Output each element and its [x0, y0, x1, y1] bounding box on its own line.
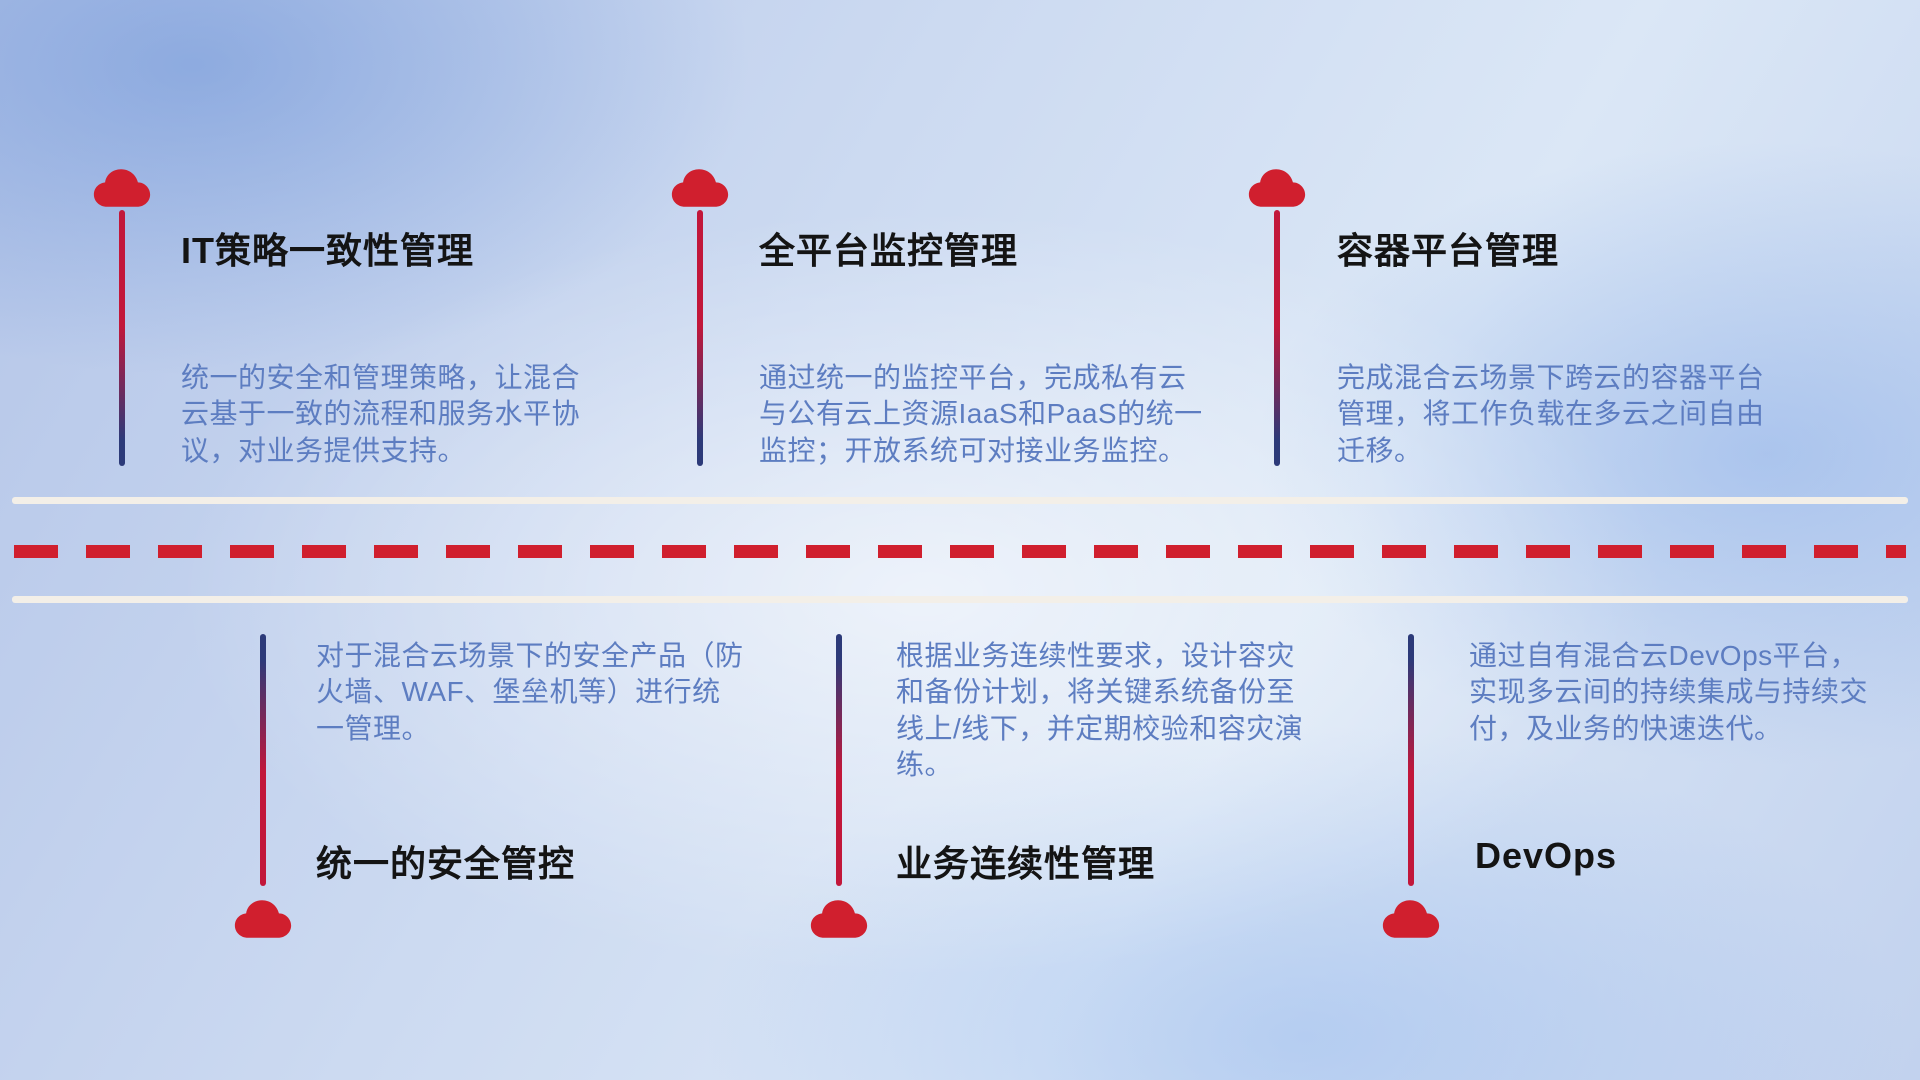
connector-line: [836, 634, 842, 886]
cloud-icon-shape: [234, 900, 292, 938]
item-title: 容器平台管理: [1337, 230, 1560, 271]
item-description: 完成混合云场景下跨云的容器平台管理，将工作负载在多云之间自由迁移。: [1337, 362, 1765, 466]
connector-line: [260, 634, 266, 886]
cloud-icon: [1248, 169, 1306, 207]
road-edge-bottom: [12, 596, 1908, 603]
connector-line: [1274, 210, 1280, 466]
cloud-icon-shape: [93, 169, 151, 207]
item-description: 统一的安全和管理策略，让混合云基于一致的流程和服务水平协议，对业务提供支持。: [181, 362, 581, 466]
item-description: 通过统一的监控平台，完成私有云与公有云上资源IaaS和PaaS的统一监控；开放系…: [759, 362, 1203, 466]
item-title: DevOps: [1475, 835, 1618, 876]
cloud-icon: [810, 900, 868, 938]
cloud-icon: [671, 169, 729, 207]
item-title: IT策略一致性管理: [181, 230, 474, 271]
item-description: 对于混合云场景下的安全产品（防火墙、WAF、堡垒机等）进行统一管理。: [316, 640, 744, 744]
item-description: 通过自有混合云DevOps平台，实现多云间的持续集成与持续交付，及业务的快速迭代…: [1469, 640, 1869, 744]
connector-line: [697, 210, 703, 466]
road-center-dashline: [14, 545, 1906, 558]
road-edge-top: [12, 497, 1908, 504]
cloud-icon: [1382, 900, 1440, 938]
item-description: 根据业务连续性要求，设计容灾和备份计划，将关键系统备份至线上/线下，并定期校验和…: [896, 640, 1304, 781]
connector-line: [119, 210, 125, 466]
item-title: 业务连续性管理: [896, 843, 1156, 884]
item-title: 全平台监控管理: [759, 230, 1019, 271]
cloud-icon-shape: [810, 900, 868, 938]
cloud-icon: [234, 900, 292, 938]
cloud-icon-shape: [1248, 169, 1306, 207]
item-title: 统一的安全管控: [316, 843, 576, 884]
cloud-icon-shape: [671, 169, 729, 207]
cloud-icon-shape: [1382, 900, 1440, 938]
cloud-icon: [93, 169, 151, 207]
connector-line: [1408, 634, 1414, 886]
